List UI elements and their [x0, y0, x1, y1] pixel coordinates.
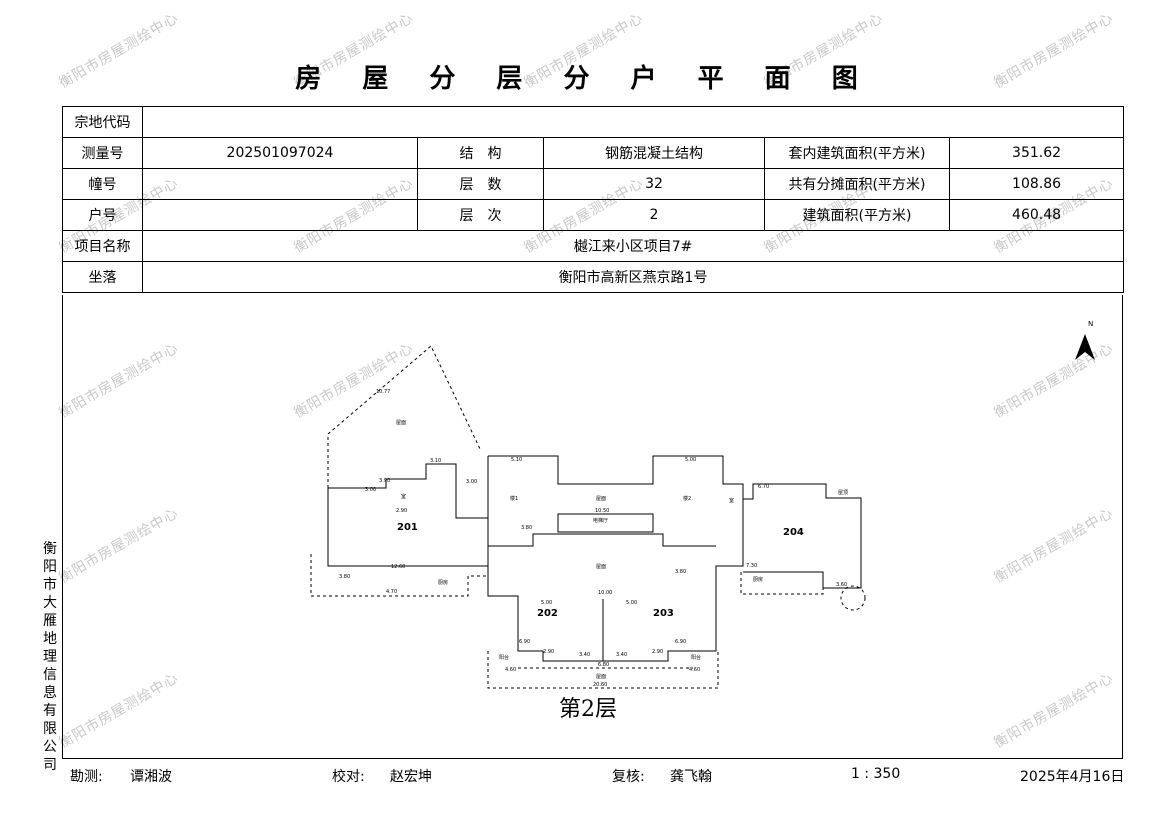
dim-label: 12.60	[391, 564, 405, 570]
garden-outline	[327, 345, 482, 488]
build-area-label: 建筑面积(平方米)	[764, 199, 950, 231]
floors-label: 层 数	[417, 168, 544, 200]
building-no-label: 幢号	[62, 168, 143, 200]
unit-201-outline	[327, 463, 489, 567]
room-garden: 屋面	[396, 420, 406, 426]
dim-label: 3.80	[675, 569, 686, 575]
unit-201-label: 201	[397, 522, 418, 533]
check-label: 校对:	[332, 769, 365, 785]
parcel-code-value	[141, 106, 1125, 138]
dim-label: 6.90	[675, 639, 686, 645]
left-balcony	[310, 554, 488, 597]
dim-label: 6.80	[598, 662, 609, 668]
unit-202-label: 202	[537, 608, 558, 619]
inner-area-label: 套内建筑面积(平方米)	[764, 137, 950, 169]
project-value: 樾江来小区项目7#	[141, 230, 1125, 262]
floors-value: 32	[543, 168, 765, 200]
dim-label: 4.70	[386, 589, 397, 595]
dim-label: 7.30	[746, 563, 757, 569]
dim-label: 3.40	[579, 652, 590, 658]
dim-label: 4.60	[505, 667, 516, 673]
dim-label: 10.50	[595, 508, 609, 514]
dim-label: 5.10	[511, 457, 522, 463]
floor-label: 层 次	[417, 199, 544, 231]
scale: 1 : 350	[851, 766, 901, 782]
right-balcony	[740, 572, 824, 595]
room-kitchen-left: 厨房	[438, 579, 448, 586]
dim-label: 4.60	[689, 667, 700, 673]
north-arrow-icon	[1075, 334, 1095, 360]
dim-label: 3.00	[365, 487, 376, 493]
building-no-value	[142, 168, 418, 200]
unit-204-outline	[743, 483, 862, 589]
dim-label: 3.80	[521, 525, 532, 531]
unit-204-label: 204	[783, 527, 804, 538]
room-stair1: 楼1	[510, 495, 518, 502]
room-kitchen-right: 厨房	[753, 576, 763, 583]
dim-label: 3.60	[836, 582, 847, 588]
parcel-code-label: 宗地代码	[62, 106, 143, 138]
unit-203-label: 203	[653, 608, 674, 619]
dim-label: 6.70	[758, 484, 769, 490]
room-stair2: 楼2	[683, 495, 691, 502]
floor-caption: 第2层	[559, 697, 617, 722]
room-lobby: 电梯厅	[593, 517, 608, 524]
survey-no-label: 测量号	[62, 137, 143, 169]
build-area-value: 460.48	[948, 199, 1125, 231]
core-lobby	[557, 513, 654, 533]
dim-label: 5.00	[541, 600, 552, 606]
dim-label: 10.00	[598, 590, 612, 596]
bottom-balcony	[487, 651, 719, 689]
location-value: 衡阳市高新区燕京路1号	[141, 261, 1125, 293]
inner-area-value: 351.62	[948, 137, 1125, 169]
dim-label: 3.80	[339, 574, 350, 580]
unit-no-label: 户号	[62, 199, 143, 231]
dim-label: 2.90	[543, 649, 554, 655]
room-roof-right: 屋顶	[838, 490, 848, 496]
dim-label: 3.90	[379, 478, 390, 484]
reviewer: 龚飞翰	[670, 769, 712, 785]
review-label: 复核:	[612, 769, 645, 785]
dim-label: 10.77	[376, 389, 390, 395]
project-label: 项目名称	[62, 230, 143, 262]
shared-area-label: 共有分摊面积(平方米)	[764, 168, 950, 200]
room-room-right: 室	[729, 497, 734, 504]
room-balcony-right: 阳台	[691, 654, 701, 661]
room-bottom-roof: 屋面	[596, 674, 606, 680]
unit-202-203-outline	[488, 533, 716, 547]
dim-label: 3.40	[616, 652, 627, 658]
date: 2025年4月16日	[1020, 769, 1125, 785]
dim-label: 3.10	[430, 458, 441, 464]
checker: 赵宏坤	[390, 769, 432, 785]
survey-label: 勘测:	[70, 769, 103, 785]
shared-area-value: 108.86	[948, 168, 1125, 200]
room-room-left: 室	[401, 493, 406, 500]
plan-frame	[62, 295, 1123, 759]
dim-label: 3.00	[466, 479, 477, 485]
dim-label: 2.90	[396, 508, 407, 514]
unit-no-value	[142, 199, 418, 231]
structure-label: 结 构	[417, 137, 544, 169]
floor-value: 2	[543, 199, 765, 231]
location-label: 坐落	[62, 261, 143, 293]
dim-label: 5.00	[685, 457, 696, 463]
surveyor: 谭湘波	[130, 769, 172, 785]
page-title: 房 屋 分 层 分 户 平 面 图	[295, 64, 874, 94]
bay-window	[840, 585, 866, 611]
core-outline	[487, 455, 744, 662]
dim-label: 2.90	[652, 649, 663, 655]
dim-label: 5.00	[626, 600, 637, 606]
north-label: N	[1088, 320, 1093, 328]
floor-plan: 屋面 楼1 楼2 屋面 电梯厅 屋面 屋面 阳台 阳台 室 室 厨房 厨房 屋顶…	[310, 320, 1095, 722]
dim-label: 6.90	[519, 639, 530, 645]
room-roof-lower: 屋面	[596, 564, 606, 570]
room-balcony-left: 阳台	[499, 654, 509, 661]
survey-no-value: 202501097024	[142, 137, 418, 169]
info-table: 宗地代码 测量号 202501097024 结 构 钢筋混凝土结构 套内建筑面积…	[62, 106, 1125, 293]
structure-value: 钢筋混凝土结构	[543, 137, 765, 169]
company-label: 衡阳市大雁地理信息有限公司	[43, 541, 57, 773]
room-roof-center: 屋面	[596, 496, 606, 502]
dim-label: 20.60	[593, 682, 607, 688]
